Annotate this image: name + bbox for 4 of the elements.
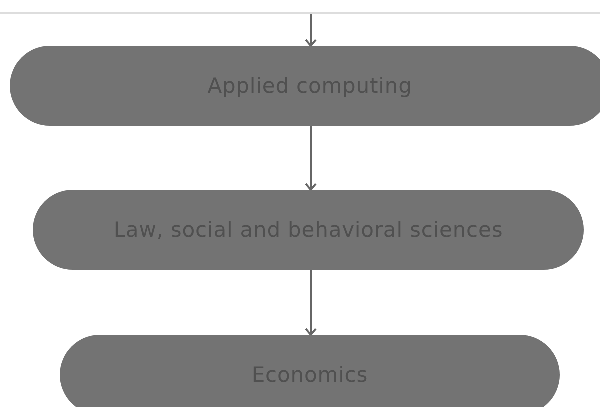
arrow — [305, 14, 317, 47]
arrow — [305, 270, 317, 336]
arrow — [305, 126, 317, 191]
process-pill — [10, 46, 600, 126]
